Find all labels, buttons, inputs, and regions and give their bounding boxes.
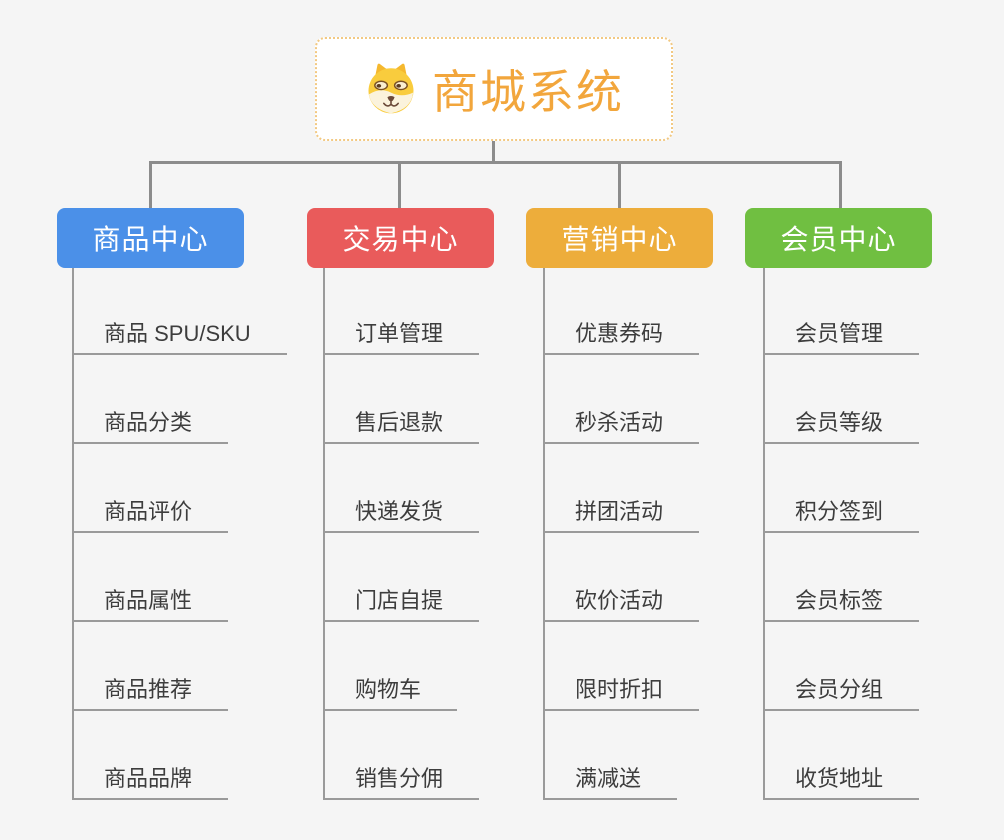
leaf-node[interactable]: 商品 SPU/SKU: [72, 321, 287, 355]
leaf-node[interactable]: 砍价活动: [543, 588, 700, 622]
branch-node-member-center[interactable]: 会员中心: [745, 208, 932, 268]
root-connector-stub: [492, 141, 495, 163]
connector-drop-trade: [398, 161, 401, 210]
leaf-node[interactable]: 商品评价: [72, 499, 229, 533]
leaf-node[interactable]: 秒杀活动: [543, 410, 700, 444]
connector-drop-marketing: [618, 161, 621, 210]
leaf-node[interactable]: 限时折扣: [543, 677, 700, 711]
trunk-line-marketing: [543, 268, 545, 800]
trunk-line-trade: [323, 268, 325, 800]
leaf-node[interactable]: 商品分类: [72, 410, 229, 444]
branch-connector-rail: [149, 161, 842, 164]
leaf-node[interactable]: 订单管理: [323, 321, 480, 355]
leaf-node[interactable]: 门店自提: [323, 588, 480, 622]
leaf-node[interactable]: 拼团活动: [543, 499, 700, 533]
leaf-node[interactable]: 收货地址: [763, 766, 920, 800]
leaf-node[interactable]: 商品推荐: [72, 677, 229, 711]
leaf-node[interactable]: 会员标签: [763, 588, 920, 622]
branch-node-product-center[interactable]: 商品中心: [57, 208, 244, 268]
trunk-line-product: [72, 268, 74, 800]
leaf-node[interactable]: 快递发货: [323, 499, 480, 533]
leaf-node[interactable]: 商品品牌: [72, 766, 229, 800]
leaf-node[interactable]: 会员管理: [763, 321, 920, 355]
leaf-node[interactable]: 商品属性: [72, 588, 229, 622]
root-node[interactable]: 商城系统: [315, 37, 673, 141]
root-node-title: 商城系统: [432, 66, 624, 118]
branch-node-trade-center[interactable]: 交易中心: [307, 208, 494, 268]
leaf-node[interactable]: 销售分佣: [323, 766, 480, 800]
trunk-line-member: [763, 268, 765, 800]
leaf-node[interactable]: 会员等级: [763, 410, 920, 444]
leaf-node[interactable]: 积分签到: [763, 499, 920, 533]
connector-drop-product: [149, 161, 152, 210]
leaf-node[interactable]: 购物车: [323, 677, 458, 711]
branch-node-marketing-center[interactable]: 营销中心: [526, 208, 713, 268]
leaf-node[interactable]: 售后退款: [323, 410, 480, 444]
doge-icon: [368, 63, 414, 114]
leaf-node[interactable]: 优惠券码: [543, 321, 700, 355]
connector-drop-member: [839, 161, 842, 210]
leaf-node[interactable]: 满减送: [543, 766, 678, 800]
leaf-node[interactable]: 会员分组: [763, 677, 920, 711]
